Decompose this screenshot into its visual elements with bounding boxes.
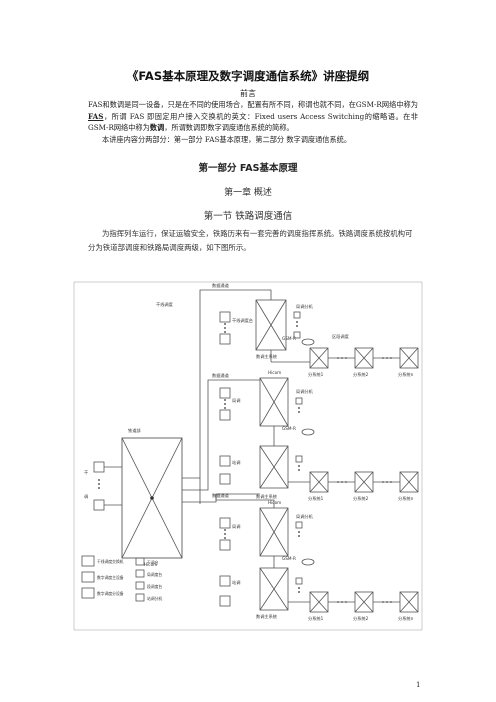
legend-item-3: 数字调度分设备: [97, 591, 124, 596]
label-station-dispatch-2: 站调: [232, 579, 240, 586]
dispatch-system-diagram: 数据通道 干线调度 数据通道 数据通道 数调主系统 数调主系统 数调主系统 局调…: [73, 281, 423, 631]
label-station-ext-2: 局调分机: [296, 388, 314, 395]
label-sub1-a: 分系统1: [308, 371, 324, 378]
label-sub1-b: 分系统1: [308, 495, 324, 502]
legend-item-1: 干线调度交换机: [97, 559, 124, 564]
legend-item-6: 段调度台: [147, 584, 162, 589]
label-subn-c: 分系统n: [398, 615, 414, 622]
document-title: 《FAS基本原理及数字调度通信系统》讲座提纲: [126, 69, 370, 83]
label-digital-channel-3: 数据通道: [212, 492, 230, 499]
label-station-ext-3: 局调分机: [296, 513, 314, 520]
label-sub1-c: 分系统1: [308, 615, 324, 622]
body-paragraph: 为指挥列车运行，保证运输安全，铁路历来有一套完善的调度指挥系统。铁路调度系统按机…: [88, 229, 413, 252]
legend-item-2: 数字调度主设备: [97, 575, 124, 580]
part-heading: 第一部分 FAS基本原理: [198, 163, 298, 174]
label-bureau-dispatch-2: 局调: [232, 523, 240, 530]
label-dry: 干: [84, 470, 88, 476]
label-sub2-c: 分系统2: [353, 615, 369, 622]
legend-item-4: 干调台: [147, 560, 159, 565]
label-sub2-a: 分系统2: [353, 371, 369, 378]
label-subn-a: 分系统n: [398, 371, 414, 378]
label-hicom-main: Hicom: [144, 562, 157, 567]
label-gsmr-1: GSM-R: [282, 336, 296, 341]
label-sub2-b: 分系统2: [353, 495, 369, 502]
preface-heading: 前言: [240, 89, 256, 98]
preface-paragraph-1: FAS和数调是同一设备，只是在不同的使用场合，配置有所不同，称谓也就不同，在GS…: [88, 100, 418, 132]
label-dispatch-host-3: 数调主系统: [256, 613, 277, 620]
label-hicom-2: Hicom: [268, 370, 281, 375]
label-digital-channel-1: 数据通道: [212, 282, 230, 289]
preface-paragraph-2: 本讲座内容分两部分：第一部分 FAS基本原理，第二部分 数字调度通信系统。: [102, 135, 352, 144]
label-adjust: 调: [84, 493, 88, 500]
legend-item-7: 站调分机: [147, 596, 162, 601]
label-dispatch-host-2: 数调主系统: [256, 493, 277, 500]
label-railway-ministry: 铁道部: [128, 427, 141, 434]
label-subn-b: 分系统n: [398, 495, 414, 502]
label-hicom-3: Hicom: [268, 500, 281, 505]
page-number: 1: [416, 681, 421, 689]
label-trunk-dispatch: 干线调度: [156, 301, 174, 308]
chapter-heading: 第一章 概述: [224, 188, 272, 198]
label-station-ext-1: 局调分机: [296, 303, 314, 310]
label-trunk-console: 干线调度台: [232, 317, 253, 324]
label-station-dispatch-1: 站调: [232, 459, 240, 466]
label-bureau-dispatch-1: 局调: [232, 397, 240, 404]
label-dispatch-host-1: 数调主系统: [256, 353, 277, 360]
label-digital-channel-2: 数据通道: [212, 372, 230, 379]
section-heading: 第一节 铁路调度通信: [203, 211, 293, 222]
label-district-dispatch: 区段调度: [332, 333, 350, 340]
label-gsmr-2: GSM-R: [282, 426, 296, 431]
label-gsmr-3: GSM-R: [282, 556, 296, 561]
legend-item-5: 局调度台: [147, 572, 162, 577]
